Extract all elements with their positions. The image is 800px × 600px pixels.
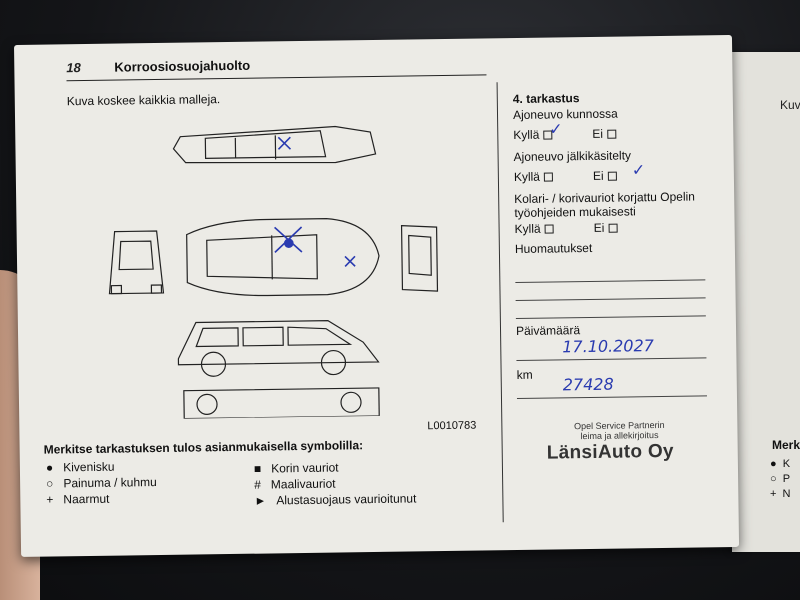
legend-item-dent: ○ Painuma / kuhmu [46, 475, 157, 491]
date-line [516, 357, 707, 362]
checkbox-no-2[interactable] [607, 171, 617, 182]
question-repairs-line2: työohjeiden mukaisesti [514, 204, 636, 221]
car-top-view [172, 125, 377, 164]
legend-heading: Merkitse tarkastuksen tulos asianmukaise… [43, 438, 364, 457]
page-title: Korroosiosuojahuolto [114, 57, 251, 75]
km-label: km [516, 367, 533, 383]
next-page: Kuv Merk ● K ○ P + N [732, 52, 800, 552]
figure-code: L0010783 [427, 419, 477, 433]
no-label: Ei [592, 126, 604, 141]
column-divider [496, 82, 504, 523]
car-front-view [108, 230, 165, 295]
checkbox-yes-2[interactable] [543, 172, 553, 182]
car-side-view [177, 320, 380, 377]
checkbox-yes-3[interactable] [544, 224, 554, 234]
legend-item-scratch: + Naarmut [46, 491, 110, 507]
checkbox-no-1[interactable] [606, 129, 617, 140]
date-value: 17.10.2027 [562, 336, 655, 357]
no-label: Ei [593, 220, 605, 235]
page-number: 18 [66, 60, 81, 76]
inspection-heading: 4. tarkastus [512, 91, 580, 107]
page-header: 18 Korroosiosuojahuolto [66, 52, 487, 82]
check-mark-2: ✓ [631, 160, 646, 180]
yes-label: Kyllä [513, 169, 541, 185]
check-mark-1: ✓ [549, 119, 563, 139]
km-value: 27428 [562, 374, 614, 395]
car-diagram [108, 125, 439, 420]
stamp-caption-line2: leima ja allekirjoitus [580, 430, 659, 442]
yes-label: Kyllä [513, 127, 540, 143]
answer-row-2: Kyllä Ei [514, 169, 617, 184]
handwritten-marks [274, 136, 356, 267]
km-line [516, 395, 707, 400]
next-legend-dot: ● K [770, 458, 791, 470]
legend-item-underbody-damage: ► Alustasuojaus vaurioitunut [254, 491, 417, 508]
question-vehicle-ok: Ajoneuvo kunnossa [512, 106, 618, 123]
next-page-legend-heading: Merk [772, 438, 800, 452]
next-legend-plus: + N [770, 488, 791, 500]
stamp-caption: Opel Service Partnerin leima ja allekirj… [559, 420, 679, 442]
legend-item-stone-chip: ● Kivenisku [45, 459, 115, 475]
remarks-label: Huomautukset [514, 240, 593, 257]
figure-caption: Kuva koskee kaikkia malleja. [66, 92, 221, 109]
no-label: Ei [592, 168, 604, 183]
remarks-line-2 [515, 297, 706, 302]
question-after-treated: Ajoneuvo jälkikäsitelty [513, 148, 632, 165]
remarks-line-1 [515, 279, 706, 284]
date-label: Päivämäärä [515, 323, 581, 339]
car-rear-view [400, 224, 439, 292]
next-legend-circle: ○ P [770, 473, 791, 485]
car-underbody-view [183, 387, 380, 420]
booklet-page: 18 Korroosiosuojahuolto Kuva koskee kaik… [14, 34, 740, 557]
question-repairs-line1: Kolari- / korivauriot korjattu Opelin [514, 189, 696, 207]
checkbox-no-3[interactable] [608, 223, 618, 234]
dealer-stamp: LänsiAuto Oy [546, 440, 674, 464]
yes-label: Kyllä [514, 221, 541, 237]
legend-item-body-damage: ■ Korin vauriot [253, 460, 339, 476]
next-page-caption: Kuv [780, 98, 800, 112]
answer-row-1: Kyllä Ei [513, 126, 617, 143]
remarks-line-3 [515, 315, 706, 320]
car-plan-view [186, 218, 380, 297]
legend-item-paint-damage: # Maalivauriot [254, 476, 336, 492]
answer-row-3: Kyllä Ei [515, 221, 618, 236]
